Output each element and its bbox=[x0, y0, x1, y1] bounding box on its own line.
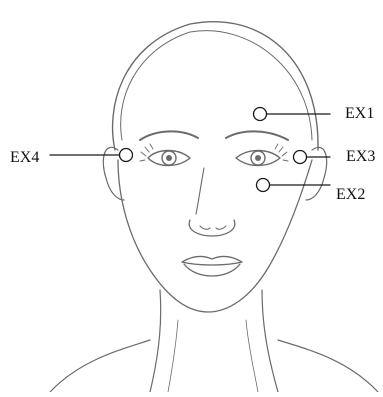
ex4-label: EX4 bbox=[10, 150, 39, 166]
left-shoulder bbox=[50, 340, 150, 392]
neck-left bbox=[150, 290, 161, 392]
nose-bridge bbox=[196, 168, 204, 214]
right-ear bbox=[306, 147, 327, 200]
lower-lip bbox=[184, 264, 240, 276]
nose-tip bbox=[189, 220, 235, 236]
ex2-label: EX2 bbox=[336, 187, 365, 203]
ex4-electrode bbox=[120, 149, 133, 162]
right-shoulder bbox=[278, 340, 378, 392]
left-eyebrow bbox=[140, 131, 198, 140]
lip-line bbox=[182, 262, 242, 265]
ex3-electrode bbox=[294, 151, 307, 164]
neck-right bbox=[262, 290, 278, 392]
ex1-label: EX1 bbox=[345, 106, 374, 122]
left-pupil bbox=[167, 156, 172, 161]
neck-tendon-right bbox=[246, 320, 258, 392]
right-eyebrow bbox=[226, 131, 288, 140]
neck-tendon-left bbox=[168, 320, 178, 392]
nostrils bbox=[200, 226, 226, 229]
ex2-electrode bbox=[257, 179, 270, 192]
upper-lip bbox=[182, 256, 242, 262]
ex1-electrode bbox=[254, 108, 267, 121]
head-outline-inner bbox=[121, 31, 312, 140]
right-pupil bbox=[256, 156, 261, 161]
ex3-label: EX3 bbox=[346, 149, 375, 165]
right-lashes bbox=[275, 144, 288, 161]
left-lashes bbox=[140, 144, 153, 161]
head-outline bbox=[113, 22, 318, 150]
